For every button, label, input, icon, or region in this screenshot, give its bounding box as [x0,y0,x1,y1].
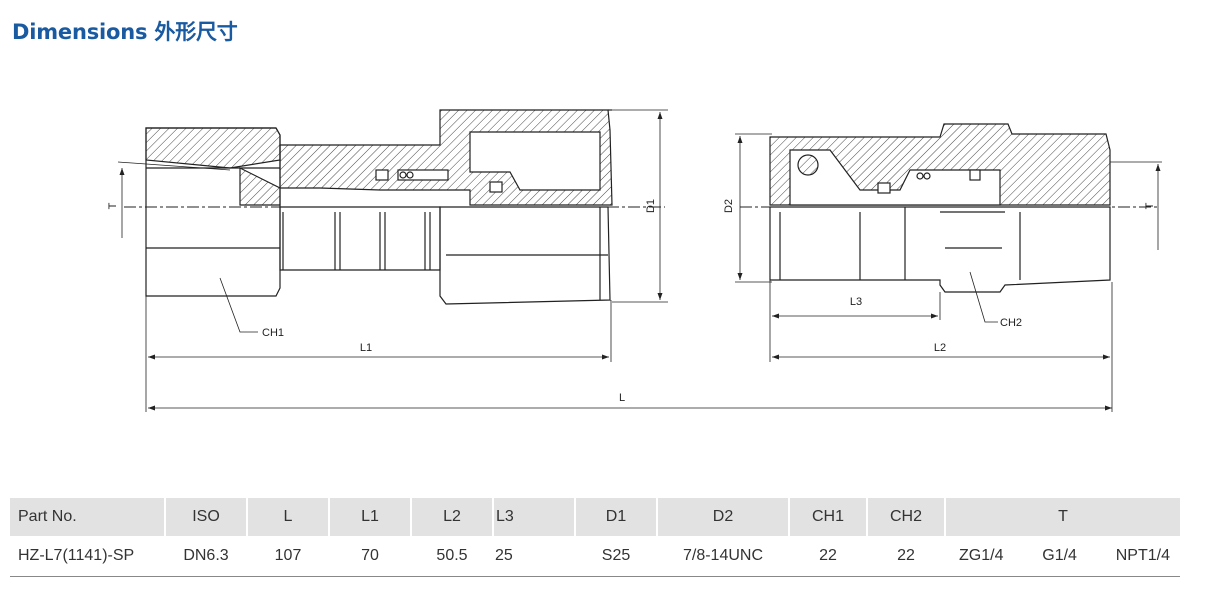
header-CH2: CH2 [867,498,946,536]
cell-part-no: HZ-L7(1141)-SP [10,536,165,577]
cell-CH2: 22 [867,536,945,577]
header-L3: L3 [493,498,576,536]
cell-D1: S25 [575,536,657,577]
label-L1: L1 [360,342,372,354]
dimension-lines [117,109,1162,412]
label-T-left: T [107,202,119,209]
header-L2: L2 [411,498,494,536]
header-iso: ISO [165,498,248,536]
cell-L2: 50.5 [411,536,493,577]
cell-T-g: G1/4 [1042,547,1077,564]
label-L: L [619,392,625,404]
header-part-no: Part No. [10,498,166,536]
header-D2: D2 [657,498,790,536]
label-D2: D2 [723,199,735,213]
header-CH1: CH1 [789,498,868,536]
cell-L3: 25 [493,536,575,577]
cell-CH1: 22 [789,536,867,577]
dimension-labels: T D1 CH1 L1 L D2 L3 CH2 L2 T [107,199,1156,404]
right-adapter-drawing [769,123,1111,293]
cell-T: ZG1/4 G1/4 NPT1/4 [945,536,1180,577]
label-L2: L2 [934,342,946,354]
page-title: Dimensions 外形尺寸 [12,20,238,44]
cell-T-npt: NPT1/4 [1115,547,1170,564]
cell-iso: DN6.3 [165,536,247,577]
label-T-right: T [1144,202,1156,209]
label-CH2: CH2 [1000,317,1022,329]
label-L3: L3 [850,296,862,308]
header-L: L [247,498,330,536]
header-L1: L1 [329,498,412,536]
cell-L1: 70 [329,536,411,577]
table-row: HZ-L7(1141)-SP DN6.3 107 70 50.5 25 S25 … [10,536,1180,577]
table-header-row: Part No. ISO L L1 L2 L3 D1 D2 CH1 CH2 T [10,498,1180,536]
header-D1: D1 [575,498,658,536]
label-CH1: CH1 [262,327,284,339]
cell-D2: 7/8-14UNC [657,536,789,577]
label-D1: D1 [645,199,657,213]
header-T: T [945,498,1180,536]
coupling-technical-drawing: T D1 CH1 L1 L D2 L3 CH2 L2 T [107,109,1162,412]
cell-T-zg: ZG1/4 [959,547,1004,564]
left-coupler-drawing [145,109,613,305]
cell-L: 107 [247,536,329,577]
dimensions-table: Part No. ISO L L1 L2 L3 D1 D2 CH1 CH2 T … [10,498,1180,577]
